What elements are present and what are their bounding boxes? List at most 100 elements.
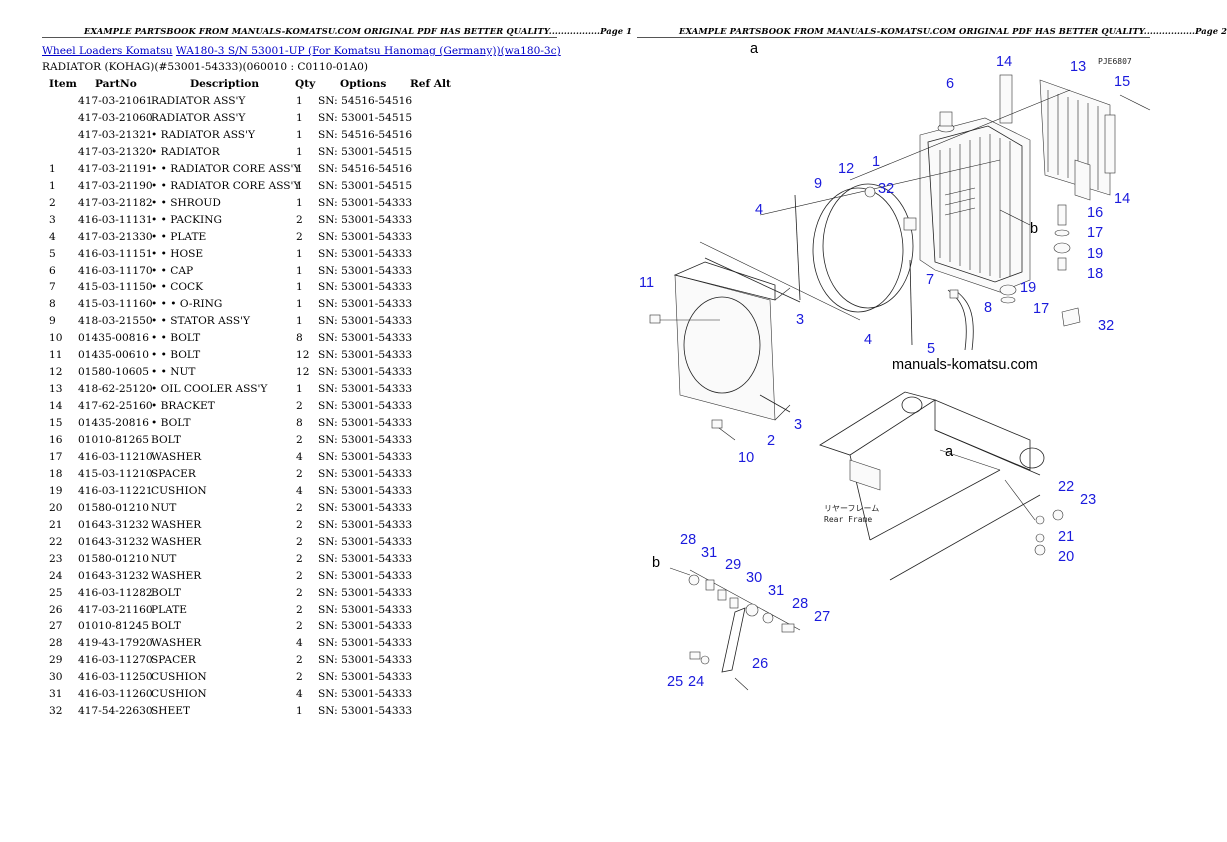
cell-options: SN: 53001-54333 xyxy=(318,400,413,413)
callout-26: 26 xyxy=(752,656,768,672)
cell-qty: 4 xyxy=(296,484,303,497)
cell-qty: 2 xyxy=(296,569,303,582)
cell-partno: 416-03-11270 xyxy=(78,654,153,667)
col-qty-header: Qty xyxy=(295,78,316,90)
cell-qty: 4 xyxy=(296,688,303,701)
cell-partno: 419-43-17920 xyxy=(78,637,153,650)
cell-partno: 417-03-21060 xyxy=(78,111,153,124)
cell-item: 12 xyxy=(49,366,63,379)
cell-options: SN: 53001-54333 xyxy=(318,264,413,277)
cell-description: WASHER xyxy=(151,518,202,531)
cell-options: SN: 53001-54333 xyxy=(318,501,413,514)
cell-description: BOLT xyxy=(151,434,181,446)
cell-item: 21 xyxy=(49,518,63,531)
cell-options: SN: 53001-54333 xyxy=(318,705,413,718)
cell-item: 31 xyxy=(49,688,63,701)
callout-25: 25 xyxy=(667,674,683,690)
cell-options: SN: 53001-54333 xyxy=(318,315,413,328)
cell-description: • OIL COOLER ASS'Y xyxy=(151,383,268,396)
cell-partno: 416-03-11210 xyxy=(78,450,153,463)
leader-lines xyxy=(650,89,1151,441)
cell-description: • RADIATOR ASS'Y xyxy=(151,128,255,141)
cell-options: SN: 53001-54333 xyxy=(318,349,413,362)
cell-qty: 1 xyxy=(296,95,303,107)
cell-partno: 01643-31232 xyxy=(78,569,149,582)
cell-description: • • SHROUD xyxy=(151,196,221,209)
watermark: manuals-komatsu.com xyxy=(892,357,1038,373)
cell-description: RADIATOR ASS'Y xyxy=(151,95,246,107)
page2-header-rule xyxy=(637,37,1150,38)
cell-partno: 01580-01210 xyxy=(78,552,149,565)
packing-upper-drawing xyxy=(704,257,801,303)
callout-17b: 17 xyxy=(1033,301,1049,317)
cell-options: SN: 53001-54333 xyxy=(318,671,413,684)
cell-item: 20 xyxy=(49,501,63,514)
cell-options: SN: 53001-54333 xyxy=(318,467,413,480)
cell-description: CUSHION xyxy=(151,484,207,497)
cell-qty: 1 xyxy=(296,298,303,311)
cell-item: 27 xyxy=(49,620,63,633)
cell-qty: 4 xyxy=(296,637,303,650)
cell-partno: 01580-01210 xyxy=(78,501,149,514)
cell-options: SN: 53001-54333 xyxy=(318,281,413,294)
callout-12: 12 xyxy=(838,161,854,177)
cell-options: SN: 53001-54333 xyxy=(318,484,413,497)
cell-description: • • HOSE xyxy=(151,247,204,260)
cell-partno: 416-03-11282 xyxy=(78,586,153,599)
cell-options: SN: 53001-54333 xyxy=(318,688,413,701)
col-refalt-header: Ref Alt xyxy=(410,78,451,90)
cell-description: SPACER xyxy=(151,654,196,667)
cell-item: 1 xyxy=(49,179,56,192)
cell-options: SN: 53001-54515 xyxy=(318,111,413,124)
cell-options: SN: 53001-54333 xyxy=(318,552,413,565)
cell-description: SPACER xyxy=(151,467,196,480)
cell-item: 23 xyxy=(49,552,63,565)
cell-options: SN: 53001-54333 xyxy=(318,213,413,226)
callout-32a: 32 xyxy=(878,181,894,197)
cell-options: SN: 53001-54333 xyxy=(318,603,413,616)
cell-description: PLATE xyxy=(151,603,188,616)
cell-description: • • RADIATOR CORE ASS'Y xyxy=(151,162,301,175)
serial-link[interactable]: WA180-3 S/N 53001-UP (For Komatsu Hanoma… xyxy=(175,45,561,57)
cell-partno: 417-03-21182 xyxy=(78,196,153,209)
callout-24: 24 xyxy=(688,674,704,690)
cell-qty: 8 xyxy=(296,332,303,345)
cell-description: BOLT xyxy=(151,586,181,599)
cell-description: BOLT xyxy=(151,620,181,633)
cell-description: • • NUT xyxy=(151,366,196,379)
cell-options: SN: 53001-54333 xyxy=(318,535,413,548)
cell-qty: 1 xyxy=(296,247,303,260)
cell-description: RADIATOR ASS'Y xyxy=(151,111,246,124)
cell-qty: 12 xyxy=(296,349,310,362)
cell-qty: 8 xyxy=(296,417,303,430)
cell-item: 29 xyxy=(49,654,63,667)
cell-qty: 2 xyxy=(296,434,303,446)
cell-item: 2 xyxy=(49,196,56,209)
cell-item: 18 xyxy=(49,467,63,480)
cell-options: SN: 53001-54333 xyxy=(318,366,413,379)
model-link[interactable]: Wheel Loaders Komatsu xyxy=(42,45,173,57)
cell-partno: 416-03-11221 xyxy=(78,484,153,497)
cell-qty: 1 xyxy=(296,111,303,124)
cell-qty: 4 xyxy=(296,450,303,463)
cell-description: • • STATOR ASS'Y xyxy=(151,315,251,328)
cell-partno: 418-62-25120 xyxy=(78,383,153,396)
cell-description: WASHER xyxy=(151,535,202,548)
cell-options: SN: 53001-54333 xyxy=(318,654,413,667)
callout-19b: 19 xyxy=(1020,280,1036,296)
cell-description: • • RADIATOR CORE ASS'Y xyxy=(151,179,301,192)
cell-partno: 416-03-11131 xyxy=(78,213,153,226)
cell-description: • • • O-RING xyxy=(151,298,223,311)
cell-description: • • PACKING xyxy=(151,213,222,226)
callout-32b: 32 xyxy=(1098,318,1114,334)
callout-18: 18 xyxy=(1087,266,1103,282)
bracket-lower-drawing xyxy=(1074,159,1091,201)
cell-partno: 417-03-21191 xyxy=(78,162,153,175)
callout-19a: 19 xyxy=(1087,246,1103,262)
cell-options: SN: 53001-54333 xyxy=(318,383,413,396)
cell-item: 15 xyxy=(49,417,63,430)
callout-28b: 28 xyxy=(792,596,808,612)
page1-header: EXAMPLE PARTSBOOK FROM MANUALS-KOMATSU.C… xyxy=(84,26,633,36)
breadcrumb: Wheel Loaders Komatsu WA180-3 S/N 53001-… xyxy=(42,45,561,57)
callout-4a: 4 xyxy=(755,202,763,218)
